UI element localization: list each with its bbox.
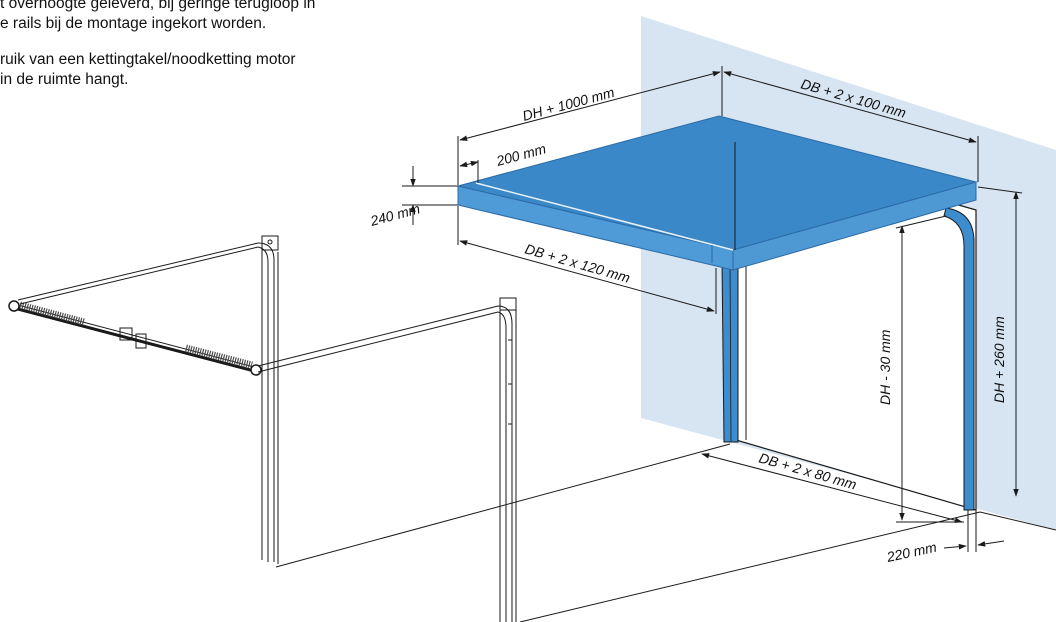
left-horizontal-rail: [17, 242, 259, 305]
label-220mm: 220 mm: [884, 539, 938, 565]
instruction-line: in de ruimte hangt.: [0, 71, 129, 88]
label-240mm: 240 mm: [368, 200, 422, 229]
label-dh-plus-1000: DH + 1000 mm: [521, 84, 617, 124]
torsion-spring-right: [185, 344, 253, 369]
instruction-paragraph-2: ruik van een kettingtakel/noodketting mo…: [0, 50, 296, 90]
door-rail-assembly: [8, 235, 517, 622]
label-dh-minus-30: DH - 30 mm: [877, 329, 893, 405]
cable-drum-right: [250, 364, 262, 376]
floor-lines: [275, 443, 1056, 622]
right-door-rail: [497, 297, 517, 622]
left-vertical-rail: [721, 261, 739, 443]
dimension-lines: [402, 66, 1023, 552]
instruction-paragraph-1: t overhoogte geleverd, bij geringe terug…: [0, 0, 315, 34]
instruction-line: e rails bij de montage ingekort worden.: [0, 15, 267, 32]
right-vertical-rail: [943, 207, 975, 511]
cable-drum-left: [8, 300, 20, 312]
left-door-rail: [257, 235, 279, 564]
label-dh-plus-260: DH + 260 mm: [991, 316, 1007, 403]
soffit-end: [732, 181, 977, 271]
right-horizontal-rail: [257, 305, 499, 373]
instruction-line: t overhoogte geleverd, bij geringe terug…: [0, 0, 316, 12]
instruction-line: ruik van een kettingtakel/noodketting mo…: [0, 51, 296, 68]
center-bearing-bracket: [119, 327, 147, 349]
